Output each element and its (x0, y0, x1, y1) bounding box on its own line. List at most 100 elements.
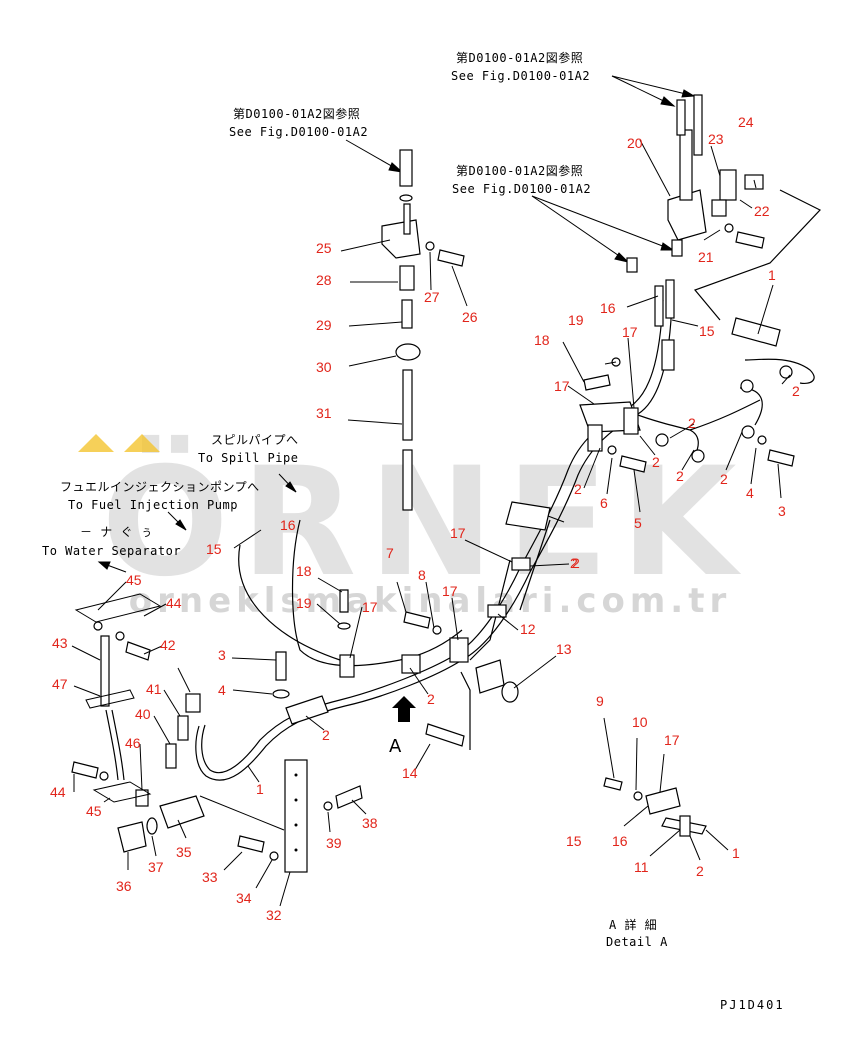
hose-15-16 (626, 239, 683, 371)
part-label: 12 (520, 621, 536, 637)
view-arrow-a (392, 696, 416, 722)
part-label: 3 (778, 503, 786, 519)
part-label: 2 (322, 727, 330, 743)
destination-fuel-en: To Fuel Injection Pump (68, 498, 238, 512)
part-label: 15 (699, 323, 715, 339)
fitting-23-24 (711, 169, 764, 217)
part-label: 7 (386, 545, 394, 561)
watermark-accent-right (124, 434, 160, 452)
destination-spill-en: To Spill Pipe (198, 451, 298, 465)
part-label: 22 (754, 203, 770, 219)
destination-fuel-jp: フュエルインジェクションポンプへ (60, 480, 260, 494)
bolt-26 (425, 241, 465, 267)
reference-1-en: See Fig.D0100-01A2 (451, 69, 590, 83)
part-label: 6 (600, 495, 608, 511)
part-label: 9 (596, 693, 604, 709)
part-label: 40 (135, 706, 151, 722)
clamp-middle (339, 501, 551, 694)
part-label: 2 (688, 415, 696, 431)
hose-43 (100, 635, 125, 781)
part-label: 17 (442, 583, 458, 599)
part-label: 17 (362, 599, 378, 615)
bolt-21 (724, 223, 765, 249)
plate-45-upper (74, 593, 162, 631)
part-label: 17 (664, 732, 680, 748)
part-label: 38 (362, 815, 378, 831)
reference-arrows (97, 75, 696, 573)
reference-texts: 第D0100-01A2図参照 See Fig.D0100-01A2 第D0100… (42, 50, 783, 1012)
part-label: 1 (732, 845, 740, 861)
reference-3-en: See Fig.D0100-01A2 (452, 182, 591, 196)
nipple-29 (401, 299, 413, 329)
destination-water-jp: － ナ ぐ ぅ (80, 525, 153, 539)
part-label: 34 (236, 890, 252, 906)
part-label: 15 (206, 541, 222, 557)
part-labels: 1 2 2 2 2 2 2 2 3 4 5 6 15 16 17 17 1 8 1… (50, 114, 800, 923)
clip-30 (395, 343, 421, 361)
part-label: 19 (568, 312, 584, 328)
valve-35 (159, 795, 205, 829)
detail-a-figure (603, 777, 707, 837)
bolt-33-34 (237, 835, 279, 861)
part-label: 2 (696, 863, 704, 879)
part-label: 8 (418, 567, 426, 583)
bracket-32 (199, 759, 308, 873)
destination-water-en: To Water Separator (42, 544, 181, 558)
part-label: 2 (676, 468, 684, 484)
part-label: 43 (52, 635, 68, 651)
part-label: 2 (574, 481, 582, 497)
part-label: 2 (792, 383, 800, 399)
view-marker-a: A (389, 736, 402, 757)
part-label: 16 (280, 517, 296, 533)
part-label: 31 (316, 405, 332, 421)
part-label: 39 (326, 835, 342, 851)
bolt-3-4-right (757, 435, 795, 467)
part-label: 47 (52, 676, 68, 692)
watermark: ÖRNEK orneklsmakinalari.com.tr (78, 434, 737, 621)
bolt-7-8 (403, 611, 442, 635)
part-label: 32 (266, 907, 282, 923)
clip-47 (85, 689, 135, 709)
part-label: 26 (462, 309, 478, 325)
bolt-3-4-left (272, 651, 290, 699)
part-label: 3 (218, 647, 226, 663)
part-label: 24 (738, 114, 754, 130)
part-label: 21 (698, 249, 714, 265)
bolt-5-6 (607, 445, 647, 473)
bracket-20 (667, 94, 707, 241)
part-label: 2 (572, 555, 580, 571)
part-label: 13 (556, 641, 572, 657)
part-label: 16 (600, 300, 616, 316)
part-label: 4 (746, 485, 754, 501)
reference-3-jp: 第D0100-01A2図参照 (456, 163, 583, 178)
bolt-44-upper (115, 631, 151, 661)
part-label: 44 (166, 595, 182, 611)
part-label: 15 (566, 833, 582, 849)
plate-45-lower (92, 781, 152, 803)
part-label: 2 (570, 555, 578, 571)
part-label: 30 (316, 359, 332, 375)
fitting-46 (135, 789, 149, 807)
part-label: 2 (427, 691, 435, 707)
part-label: 42 (160, 637, 176, 653)
reference-1-jp: 第D0100-01A2図参照 (456, 50, 583, 65)
part-label: 11 (634, 859, 649, 875)
bolt-38-39 (323, 785, 363, 811)
part-label: 5 (634, 515, 642, 531)
part-label: 36 (116, 878, 132, 894)
plug-36 (117, 821, 147, 853)
part-label: 2 (720, 471, 728, 487)
part-label: 4 (218, 682, 226, 698)
part-label: 45 (126, 572, 142, 588)
reference-2-en: See Fig.D0100-01A2 (229, 125, 368, 139)
part-label: 35 (176, 844, 192, 860)
part-label: 1 (256, 781, 264, 797)
detail-title-jp: A 詳 細 (609, 917, 657, 932)
part-label: 29 (316, 317, 332, 333)
bolt-18 (583, 357, 621, 391)
part-label: 37 (148, 859, 164, 875)
part-label: 2 (652, 454, 660, 470)
sleeve-28 (399, 265, 415, 291)
nipple-40-41 (165, 715, 189, 769)
